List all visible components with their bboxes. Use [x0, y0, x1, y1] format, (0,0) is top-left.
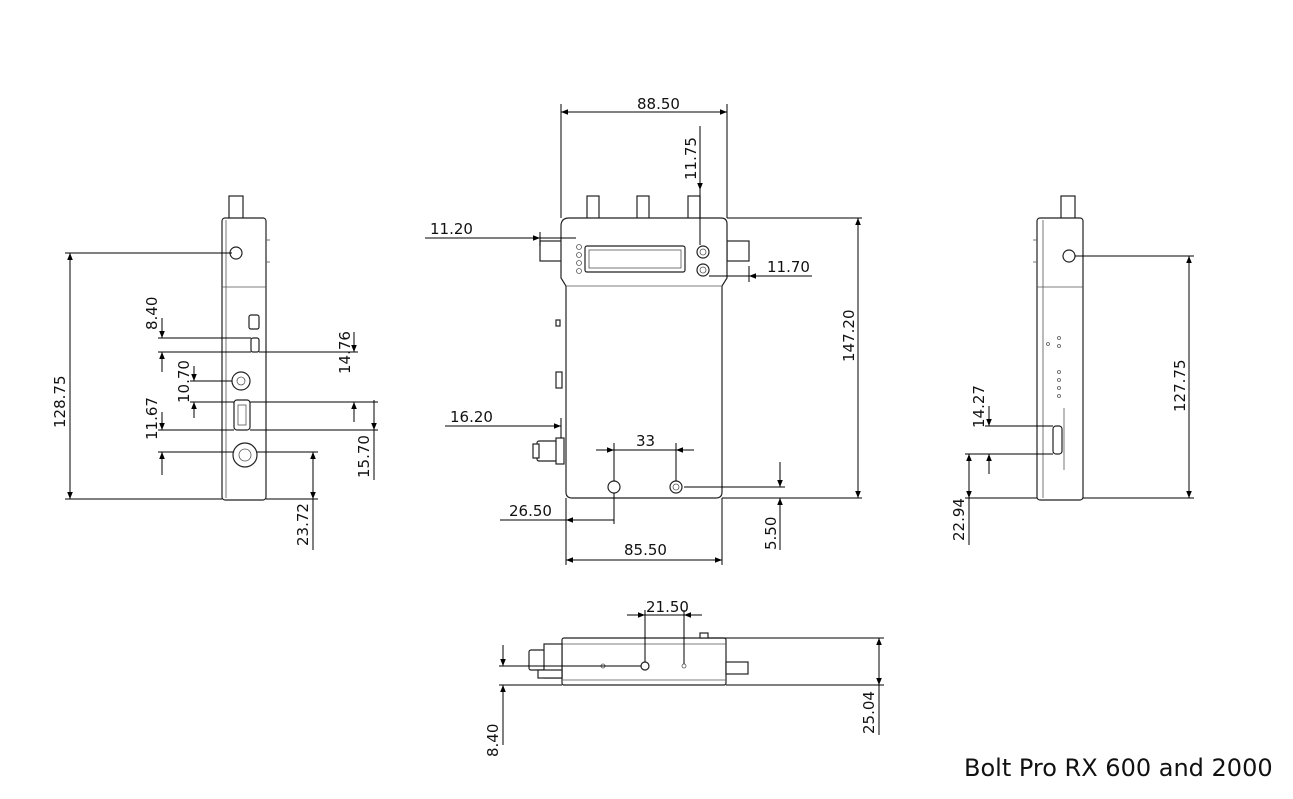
dim-5-50: 5.50 [762, 517, 780, 550]
antenna-stub-bottom [725, 661, 749, 675]
hdmi-port [233, 399, 251, 431]
dim-33: 33 [636, 432, 655, 450]
button-lower [696, 263, 710, 277]
sdi-bnc-bottom [528, 649, 546, 671]
side-clip [555, 371, 563, 389]
antenna-right [687, 195, 701, 220]
left-side-view: 128.75 8.40 14.76 10.70 11.67 15.70 23.7… [51, 195, 378, 550]
side-stub-right [726, 240, 750, 262]
dim-88-50: 88.50 [637, 95, 680, 113]
right-side-view: 127.75 14.27 22.94 [950, 195, 1194, 545]
power-connector [231, 371, 251, 391]
dim-22-94: 22.94 [950, 498, 968, 541]
bottom-view: 21.50 8.40 25.04 [484, 598, 884, 757]
usb-port-right [1052, 425, 1063, 455]
oled-display [584, 245, 686, 273]
drawing-caption: Bolt Pro RX 600 and 2000 [964, 754, 1273, 782]
dim-8-40-bottom: 8.40 [484, 724, 502, 757]
mount-hole-left [607, 480, 621, 494]
antenna-stub-right [1060, 195, 1076, 221]
antenna-center [636, 195, 650, 220]
dim-11-75: 11.75 [682, 137, 700, 180]
front-housing [560, 217, 728, 499]
dim-21-50: 21.50 [646, 598, 689, 616]
dim-128-75: 128.75 [51, 376, 69, 429]
antenna-left [586, 195, 600, 220]
side-stub-left [539, 240, 563, 262]
dim-26-50: 26.50 [509, 502, 552, 520]
mini-usb-port [250, 337, 260, 353]
bottom-housing [561, 637, 727, 686]
dim-8-40-left: 8.40 [143, 297, 161, 330]
mount-hole-right-view [1062, 249, 1076, 263]
dim-11-67: 11.67 [143, 397, 161, 440]
right-housing [1036, 217, 1084, 501]
dim-25-04: 25.04 [860, 691, 878, 734]
dim-147-20: 147.20 [840, 310, 858, 363]
mount-hole-right [669, 480, 683, 494]
usb-port-upper [248, 314, 260, 330]
front-view: 88.50 11.75 11.20 11.70 147.20 16.20 33 … [425, 95, 862, 565]
sdi-bnc-front [536, 440, 558, 462]
dim-14-76: 14.76 [336, 331, 354, 374]
dim-85-50: 85.50 [624, 541, 667, 559]
dim-23-72: 23.72 [294, 503, 312, 546]
dim-127-75: 127.75 [1171, 360, 1189, 413]
bottom-hole-left [640, 661, 650, 671]
dim-14-27: 14.27 [970, 385, 988, 428]
sdi-connector [232, 442, 258, 468]
button-upper [696, 245, 710, 259]
dim-10-70: 10.70 [175, 360, 193, 403]
dim-11-70: 11.70 [767, 258, 810, 276]
dim-16-20: 16.20 [450, 408, 493, 426]
antenna-stub [228, 195, 244, 221]
dim-15-70: 15.70 [355, 435, 373, 478]
dim-11-20: 11.20 [430, 220, 473, 238]
